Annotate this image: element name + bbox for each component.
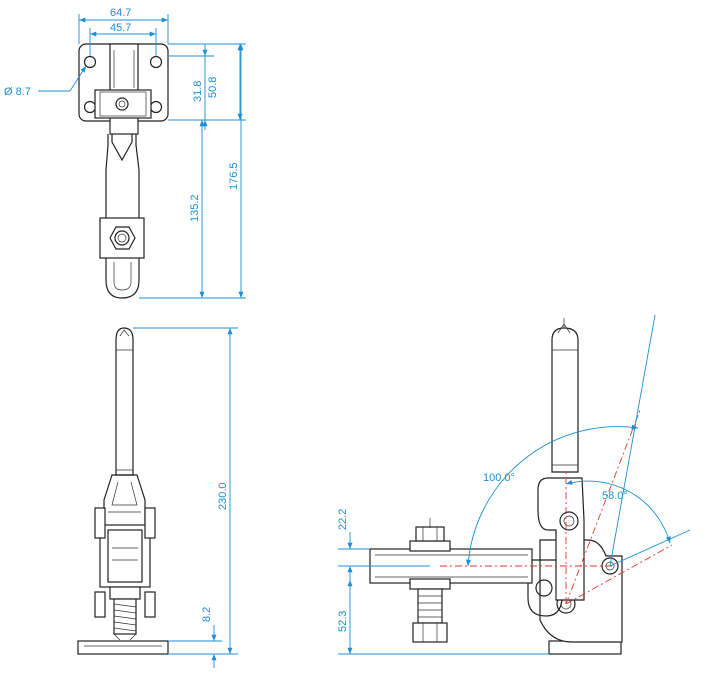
side-link bbox=[527, 559, 563, 617]
pivot-pin bbox=[115, 97, 129, 111]
front-spindle bbox=[113, 598, 137, 635]
front-handle-grip bbox=[115, 327, 134, 476]
dim-width-outer: 64.7 bbox=[110, 7, 131, 19]
handle-yoke bbox=[111, 134, 133, 162]
side-spindle bbox=[417, 588, 443, 624]
mount-hole-tr bbox=[149, 55, 163, 69]
pivot-block bbox=[94, 89, 152, 119]
side-handle-grip bbox=[551, 327, 579, 473]
dim-hole-diameter: Ø 8.7 bbox=[4, 86, 31, 98]
dim-handle-length: 135.2 bbox=[189, 194, 201, 222]
dim-hole-spacing: 31.8 bbox=[192, 81, 204, 102]
dim-width-inner: 45.7 bbox=[110, 22, 131, 34]
side-lower-washer bbox=[409, 578, 451, 590]
dim-base-thickness: 8.2 bbox=[201, 607, 213, 622]
dim-base-to-spindle: 52.3 bbox=[337, 611, 349, 632]
handle-arm bbox=[105, 134, 140, 299]
side-base bbox=[548, 640, 622, 655]
front-nut bbox=[109, 586, 141, 600]
top-view: 64.7 45.7 Ø 8.7 31.8 50.8 135.2 176.5 bbox=[4, 7, 246, 299]
front-base bbox=[77, 640, 169, 655]
dim-spindle-height: 22.2 bbox=[337, 509, 349, 530]
dim-base-height: 50.8 bbox=[207, 77, 219, 98]
dim-release-angle: 58.0° bbox=[602, 490, 628, 502]
dim-open-angle: 100.0° bbox=[483, 472, 515, 484]
dim-overall-length: 176.5 bbox=[228, 162, 240, 190]
side-spindle-tip bbox=[412, 622, 448, 643]
side-upper-washer bbox=[409, 540, 451, 552]
side-view: 100.0° 58.0° 22.2 52.3 bbox=[337, 314, 691, 655]
side-upper-nut bbox=[415, 526, 445, 542]
hex-nut bbox=[109, 226, 136, 250]
front-yoke bbox=[103, 474, 146, 531]
top-body bbox=[109, 43, 139, 135]
dim-overall-height: 230.0 bbox=[217, 482, 229, 510]
mount-hole-tl bbox=[83, 55, 97, 69]
front-view: 230.0 8.2 bbox=[77, 327, 238, 668]
